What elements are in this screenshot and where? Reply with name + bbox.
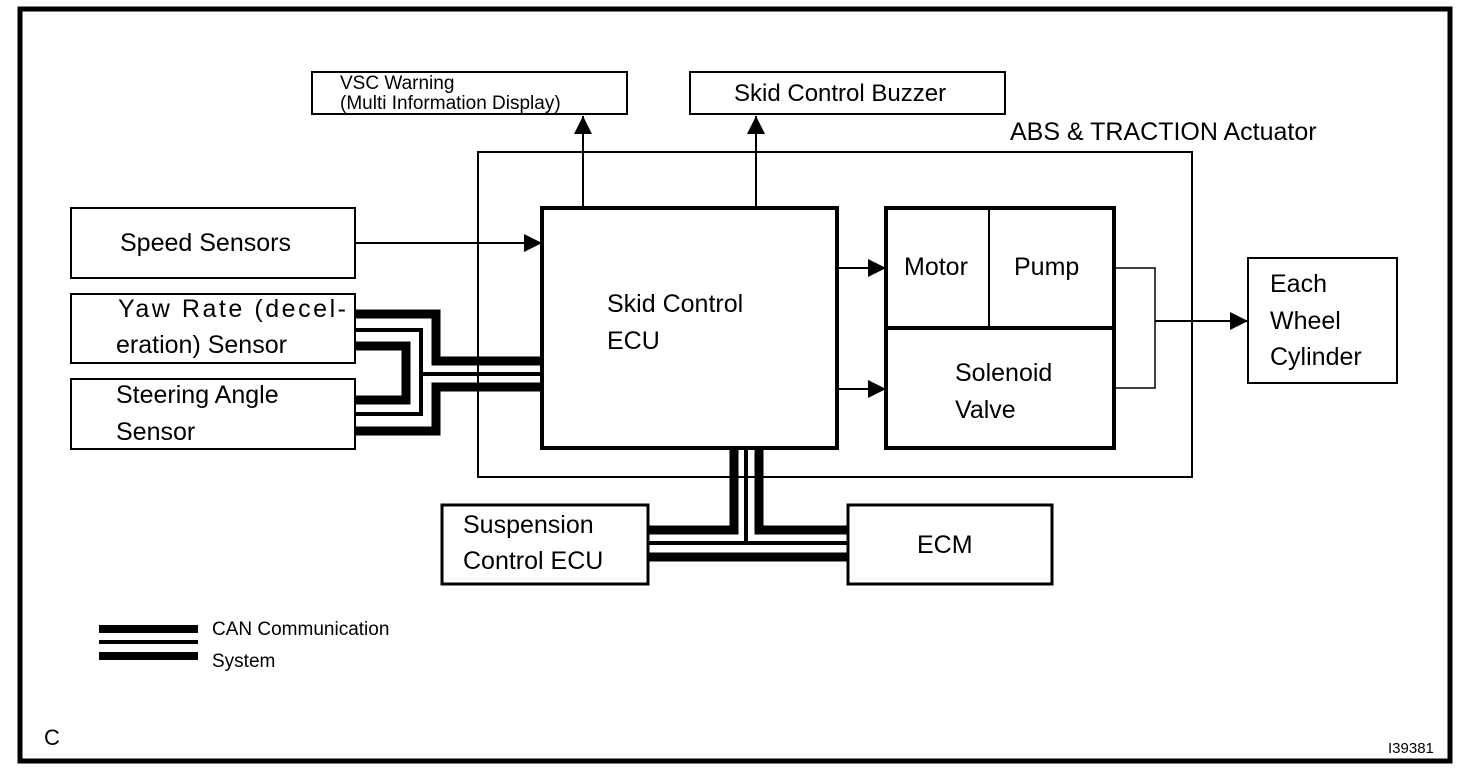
legend-label-2: System [212, 651, 275, 672]
can-line-legend-icon [99, 625, 198, 660]
yaw-rate-label-2: eration) Sensor [116, 331, 287, 359]
vsc-warning-label-1: VSC Warning [340, 73, 454, 94]
actuator-label: ABS & TRACTION Actuator [1010, 118, 1317, 146]
solenoid-label-2: Valve [955, 396, 1016, 424]
steering-angle-sensor-node: Steering Angle Sensor [70, 378, 356, 450]
ecm-node: ECM [846, 503, 1054, 586]
suspension-label-1: Suspension [463, 511, 594, 539]
buzzer-label: Skid Control Buzzer [734, 80, 946, 107]
wheel-cylinder-node: Each Wheel Cylinder [1247, 257, 1398, 384]
steering-angle-label-1: Steering Angle [116, 381, 279, 409]
can-bus-lower [648, 450, 848, 562]
skid-control-ecu-node: Skid Control ECU [540, 206, 839, 450]
legend-label-1: CAN Communication [212, 619, 389, 640]
legend: CAN Communication System [99, 619, 389, 672]
wheel-cylinder-label-3: Cylinder [1270, 343, 1362, 371]
skid-ecu-label-2: ECU [607, 327, 660, 355]
vsc-warning-node: VSC Warning (Multi Information Display) [311, 71, 628, 115]
outer-frame [17, 6, 1453, 764]
speed-sensors-label: Speed Sensors [120, 229, 291, 257]
frame-label: C [44, 725, 60, 750]
solenoid-label-1: Solenoid [955, 359, 1052, 387]
ecm-label: ECM [917, 531, 973, 559]
buzzer-node: Skid Control Buzzer [689, 71, 1006, 115]
yaw-rate-label-1: Yaw Rate (decel- [118, 295, 346, 323]
can-bus-sensors [356, 309, 542, 436]
pump-valve-block: Motor Pump Solenoid Valve [884, 206, 1116, 450]
vsc-warning-label-2: (Multi Information Display) [340, 93, 561, 114]
figure-id: I39381 [1388, 740, 1434, 757]
speed-sensors-node: Speed Sensors [70, 207, 356, 279]
pump-label: Pump [1014, 253, 1079, 281]
skid-ecu-label-1: Skid Control [607, 290, 743, 318]
suspension-label-2: Control ECU [463, 547, 603, 575]
wheel-cylinder-label-1: Each [1270, 270, 1327, 298]
yaw-rate-sensor-node: Yaw Rate (decel- eration) Sensor [70, 293, 356, 364]
wheel-cylinder-label-2: Wheel [1270, 307, 1341, 335]
steering-angle-label-2: Sensor [116, 418, 195, 446]
actuator-enclosure [477, 151, 1193, 478]
suspension-ecu-node: Suspension Control ECU [440, 503, 650, 586]
pump-solenoid-to-wheel-line [1116, 267, 1248, 389]
motor-label: Motor [904, 253, 968, 281]
